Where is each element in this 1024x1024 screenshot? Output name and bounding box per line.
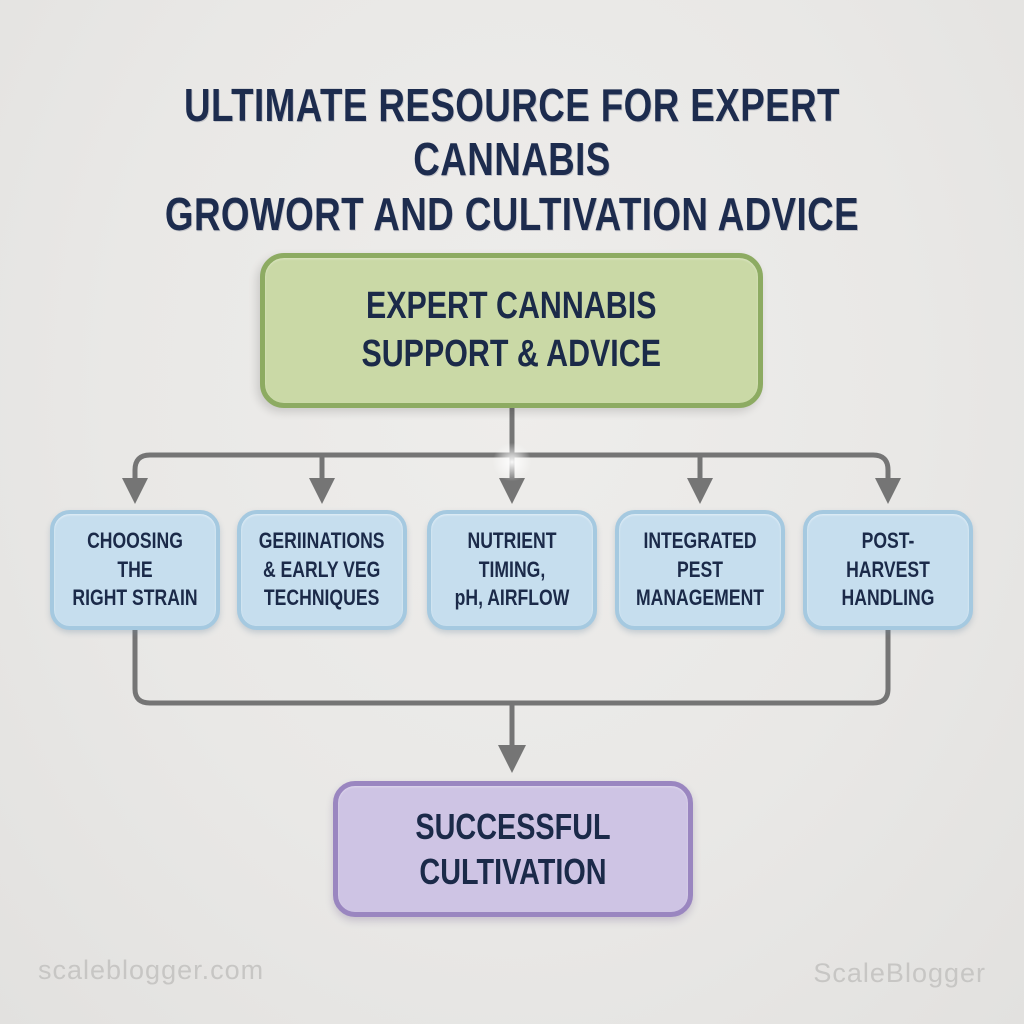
branch-node-label: INTEGRATED PEST MANAGEMENT [635,528,765,611]
watermark-right: ScaleBlogger [813,958,986,988]
arrow-down-icon [498,745,526,773]
arrow-down-icon [499,478,525,504]
branch-node-label: GERIINATIONS & EARLY VEG TECHNIQUES [259,528,385,611]
result-node: SUCCESSFUL CULTIVATION [333,781,693,917]
branch-node-post-harvest: POST-HARVEST HANDLING [803,510,973,630]
arrow-down-icon [875,478,901,504]
root-node-label: EXPERT CANNABIS SUPPORT & ADVICE [361,284,662,375]
watermark-left: scaleblogger.com [38,955,265,985]
page-title: ULTIMATE RESOURCE FOR EXPERT CANNABIS GR… [0,78,1024,241]
branch-node-germination: GERIINATIONS & EARLY VEG TECHNIQUES [237,510,407,630]
page-title-text: ULTIMATE RESOURCE FOR EXPERT CANNABIS GR… [164,79,860,240]
junction-glow [491,441,533,483]
result-node-label: SUCCESSFUL CULTIVATION [415,805,611,892]
bottom-rail [132,629,891,706]
branch-node-pest-management: INTEGRATED PEST MANAGEMENT [615,510,785,630]
branch-node-label: NUTRIENT TIMING, pH, AIRFLOW [454,528,570,611]
branch-node-choosing-strain: CHOOSING THE RIGHT STRAIN [50,510,220,630]
top-rail [132,452,891,478]
arrow-down-icon [122,478,148,504]
arrow-down-icon [687,478,713,504]
branch-node-label: CHOOSING THE RIGHT STRAIN [72,528,198,611]
arrow-down-icon [309,478,335,504]
root-node: EXPERT CANNABIS SUPPORT & ADVICE [260,253,763,408]
branch-node-nutrient-timing: NUTRIENT TIMING, pH, AIRFLOW [427,510,597,630]
branch-node-label: POST-HARVEST HANDLING [841,528,935,611]
